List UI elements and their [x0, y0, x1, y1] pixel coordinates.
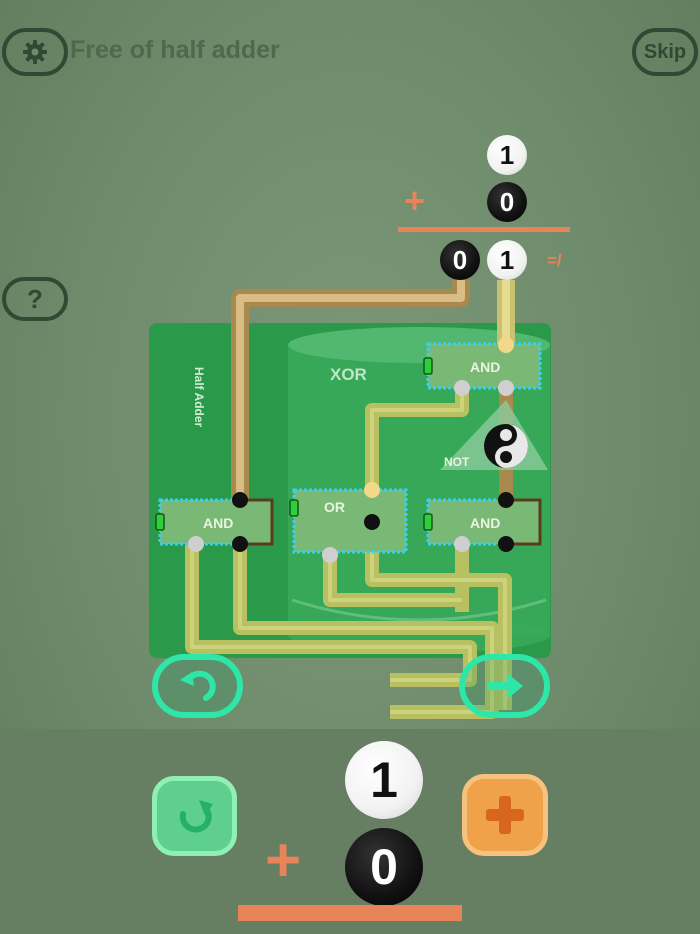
- equation-operator: +: [404, 180, 426, 221]
- redo-icon: [179, 800, 213, 833]
- tray-input-top[interactable]: 1: [345, 741, 423, 819]
- redo-button[interactable]: [152, 776, 237, 856]
- tray-input-bottom[interactable]: 0: [345, 828, 423, 906]
- and-gate-right[interactable]: AND: [423, 498, 542, 546]
- gear-icon: [23, 40, 47, 64]
- arrow-right-icon: [486, 673, 523, 699]
- skip-button[interactable]: Skip: [632, 28, 698, 76]
- settings-button[interactable]: [2, 28, 68, 76]
- result-sum-value: 1: [499, 244, 515, 275]
- result-digit-sum: 1: [487, 240, 527, 280]
- and-gate-left-label: AND: [203, 515, 233, 531]
- or-gate[interactable]: OR: [289, 488, 408, 554]
- gate-pins: [188, 337, 514, 563]
- skip-label: Skip: [643, 40, 687, 63]
- help-label: ?: [27, 283, 43, 314]
- operand-top-ball: 1: [487, 135, 527, 175]
- or-gate-label: OR: [324, 499, 345, 515]
- compare-mark: =/: [547, 251, 562, 270]
- plus-icon: [486, 796, 524, 834]
- not-gate-label: NOT: [444, 455, 470, 469]
- not-gate-ball: [484, 424, 528, 468]
- tray-operator: +: [265, 826, 302, 895]
- add-button[interactable]: [462, 774, 548, 856]
- and-gate-left[interactable]: AND: [155, 498, 274, 546]
- operand-bottom-ball: 0: [487, 182, 527, 222]
- tray-input-top-value: 1: [370, 752, 398, 808]
- and-gate-right-label: AND: [470, 515, 500, 531]
- tray-input-bottom-value: 0: [370, 839, 398, 895]
- result-digit-carry: 0: [440, 240, 480, 280]
- carry-pipe: [231, 280, 470, 500]
- and-gate-top[interactable]: AND: [423, 342, 542, 390]
- xor-label: XOR: [330, 365, 367, 384]
- operand-top-value: 1: [499, 139, 515, 170]
- and-gate-top-label: AND: [470, 359, 500, 375]
- operand-bottom-value: 0: [499, 186, 515, 217]
- equation-sum-line: [398, 227, 570, 232]
- undo-icon: [179, 670, 216, 701]
- result-carry-value: 0: [452, 244, 468, 275]
- module-label: Half Adder: [192, 367, 206, 428]
- help-button[interactable]: ?: [2, 277, 68, 321]
- tray-sum-line: [238, 905, 462, 921]
- go-button[interactable]: [459, 654, 550, 718]
- reset-button[interactable]: [152, 654, 243, 718]
- page-title: Free of half adder: [70, 36, 280, 64]
